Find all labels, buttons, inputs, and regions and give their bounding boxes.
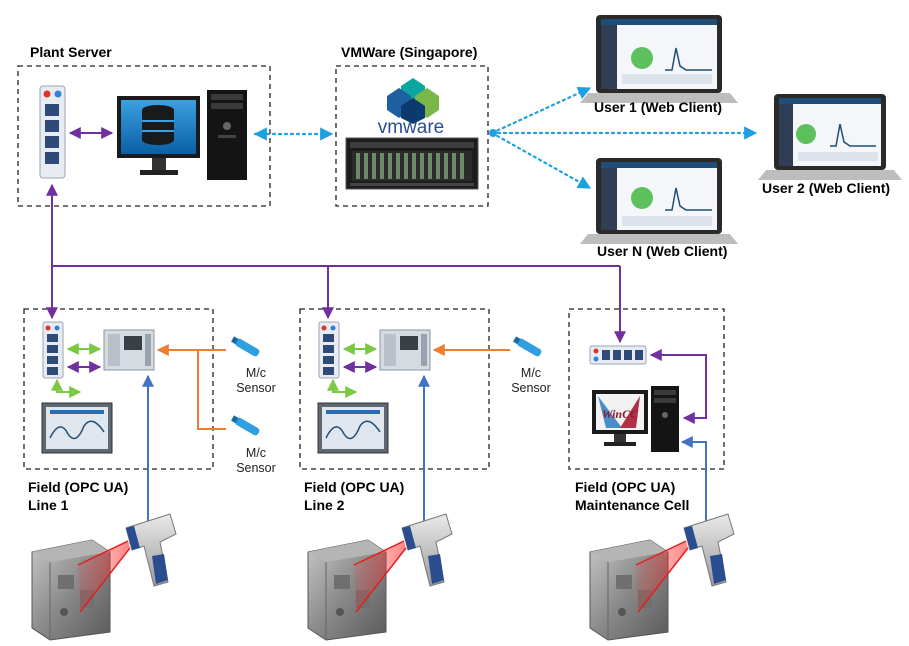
sensor-a-label-line1: M/c	[245, 366, 267, 380]
blade-server-icon	[345, 137, 479, 190]
barcode-scanner-2-icon	[401, 513, 453, 587]
server-tower-icon	[207, 90, 247, 180]
vmware-logo-text: vmware	[378, 117, 445, 138]
plant-server-label: Plant Server	[30, 44, 112, 60]
laser-edge-2b	[355, 547, 407, 613]
field1-title: Field (OPC UA)	[28, 479, 129, 495]
field3-title: Field (OPC UA)	[575, 479, 676, 495]
barcode-scanner-1-icon	[125, 513, 177, 587]
field2-title: Field (OPC UA)	[304, 479, 405, 495]
sensor-b-icon	[231, 415, 260, 436]
field-line1-box	[23, 308, 214, 470]
laptop-user1-icon	[580, 15, 738, 103]
network-switch-icon	[39, 85, 66, 179]
vmware-logo-icon	[387, 78, 439, 124]
sensor-b-label-line2: Sensor	[236, 461, 276, 475]
field3-subtitle: Maintenance Cell	[575, 497, 690, 513]
laptop-userN-icon	[580, 158, 738, 244]
laser-fan-2	[354, 541, 406, 612]
maint-switch-icon	[589, 345, 647, 365]
purple-backbone-links	[46, 183, 626, 344]
field2-plc-icon	[379, 329, 431, 371]
field2-hmi-icon	[317, 402, 389, 454]
sensor-a-label: M/c Sensor	[226, 366, 286, 396]
field-maint-box	[568, 308, 725, 470]
field2-switch-hmi-link	[327, 378, 358, 398]
database-monitor-icon	[117, 96, 200, 175]
field1-subtitle: Line 1	[28, 497, 69, 513]
sensor-c-label-line1: M/c	[520, 366, 542, 380]
sensor-c-icon	[513, 336, 542, 357]
maint-tower-icon	[651, 386, 679, 452]
field2-subtitle: Line 2	[304, 497, 345, 513]
field1-switch-icon	[42, 321, 64, 379]
field1-plc-icon	[103, 329, 155, 371]
laser-fan-3	[636, 541, 688, 612]
sensor-b-label-line1: M/c	[245, 446, 267, 460]
userN-label: User N (Web Client)	[597, 243, 728, 259]
laptop-user2-icon	[758, 94, 902, 180]
field-line2-box	[299, 308, 490, 470]
vmware-hub-dot	[489, 129, 497, 137]
plant-server-box	[17, 65, 271, 207]
field1-hmi-icon	[41, 402, 113, 454]
maint-switch-pc-link	[649, 349, 707, 424]
field1-orange-links	[156, 344, 226, 430]
user1-label: User 1 (Web Client)	[594, 99, 723, 115]
maint-scanner-link	[680, 436, 707, 522]
laser-fan-1	[78, 541, 130, 612]
wincc-logo-text: WinCC	[602, 407, 639, 421]
sensor-c-label: M/c Sensor	[501, 366, 561, 396]
vmware-to-users-links	[490, 86, 758, 190]
laser-edge-2a	[353, 540, 405, 566]
field2-switch-icon	[318, 321, 340, 379]
user2-label: User 2 (Web Client)	[762, 180, 891, 196]
vmware-box	[335, 65, 489, 207]
laser-edge-3b	[637, 547, 689, 613]
sensor-a-label-line2: Sensor	[236, 381, 276, 395]
laser-edge-3a	[635, 540, 687, 566]
barcode-scanner-3-icon	[683, 513, 735, 587]
field1-switch-hmi-link	[51, 378, 82, 398]
laser-edge-1a	[77, 540, 129, 566]
vmware-label: VMWare (Singapore)	[341, 44, 478, 60]
laser-edge-1b	[79, 547, 131, 613]
maint-monitor-icon: WinCC	[592, 390, 648, 446]
sensor-b-label: M/c Sensor	[226, 446, 286, 476]
sensor-a-icon	[231, 336, 260, 357]
sensor-c-label-line2: Sensor	[511, 381, 551, 395]
